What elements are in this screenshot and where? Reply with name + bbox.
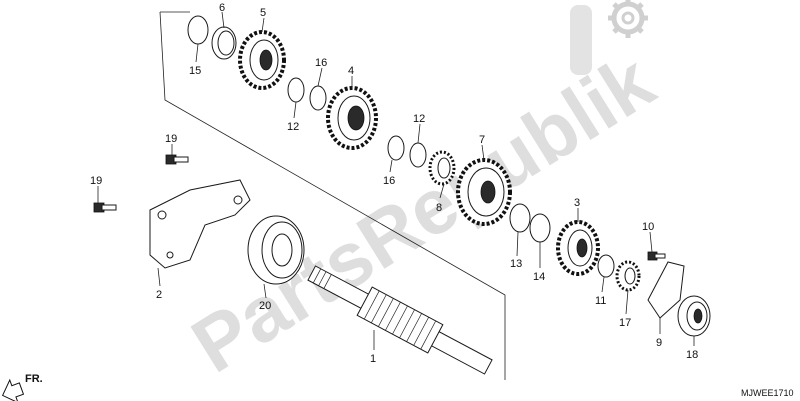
circlip-16a [309, 85, 327, 111]
bolt-19-upper [165, 154, 189, 165]
gear-icon [608, 0, 648, 38]
gear-7 [456, 158, 512, 226]
main-shaft [307, 265, 493, 375]
front-direction-arrow: FR. [1, 373, 43, 401]
bolt-19-lower [93, 202, 117, 213]
callout-10: 10 [642, 221, 654, 233]
callout-12: 12 [413, 113, 425, 125]
direction-label: FR. [25, 373, 43, 385]
gear-5 [238, 30, 286, 90]
snap-ring-15 [187, 15, 209, 45]
thrust-washer-14 [529, 213, 551, 243]
callout-3: 3 [574, 197, 580, 209]
gear-4 [326, 86, 378, 150]
ball-bearing-18 [677, 295, 711, 337]
stopper-plate-9 [647, 261, 685, 319]
callout-11: 11 [595, 295, 606, 307]
callout-2: 2 [156, 289, 162, 301]
thrust-washer-12a [287, 77, 305, 103]
callout-7: 7 [479, 134, 485, 146]
bracket-2 [149, 179, 251, 269]
callout-9: 9 [656, 337, 662, 349]
thrust-washer-11 [597, 254, 615, 278]
leader-lines [97, 11, 695, 350]
callout-5: 5 [260, 7, 266, 19]
watermark-bar [570, 5, 592, 75]
callout-12: 12 [287, 121, 299, 133]
callout-16: 16 [383, 175, 395, 187]
callout-14: 14 [533, 271, 545, 283]
needle-bearing-8 [428, 150, 456, 186]
callout-1: 1 [370, 353, 376, 365]
diagram-code: MJWEE1710 [741, 388, 794, 398]
gear-3 [556, 220, 600, 276]
bushing-6 [211, 26, 237, 60]
callout-15: 15 [189, 65, 201, 77]
callout-16: 16 [315, 57, 327, 69]
thrust-washer-12b [409, 142, 427, 168]
callout-8: 8 [436, 202, 442, 214]
callout-18: 18 [686, 349, 698, 361]
callout-17: 17 [619, 317, 631, 329]
callout-19: 19 [90, 175, 102, 187]
assembly-frame [159, 11, 506, 380]
callout-19: 19 [165, 133, 177, 145]
circlip-16b [387, 135, 405, 161]
callout-6: 6 [219, 2, 225, 14]
needle-bearing-17 [615, 260, 641, 292]
callout-13: 13 [510, 258, 522, 270]
callout-20: 20 [259, 300, 271, 312]
thrust-washer-13 [509, 203, 531, 233]
bolt-10 [647, 251, 666, 261]
callout-4: 4 [348, 65, 354, 77]
callouts: 6 5 15 16 4 12 12 7 16 8 19 19 2 20 13 1… [90, 2, 698, 365]
ball-bearing-20 [247, 215, 305, 285]
